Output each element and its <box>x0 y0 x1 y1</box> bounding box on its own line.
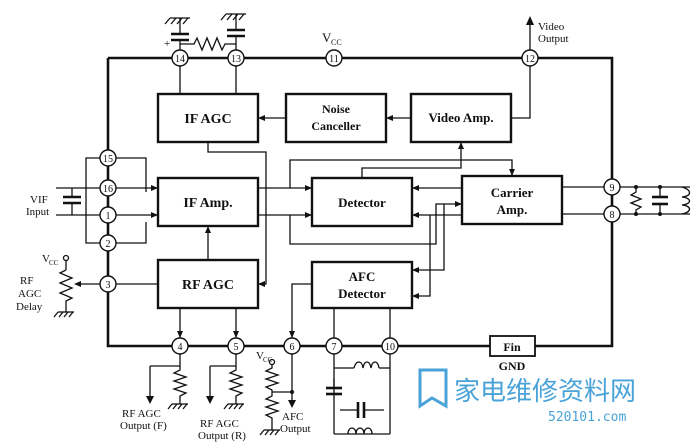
pin-16: 16 <box>99 179 117 197</box>
top-external-circuit: + V CC Video Output <box>164 13 569 52</box>
svg-text:2: 2 <box>106 239 111 250</box>
rf-out-r-label-1: RF AGC <box>200 418 239 430</box>
rf-out-f-label-1: RF AGC <box>122 408 161 420</box>
block-carrier-amp: Carrier Amp. <box>460 174 564 226</box>
vcc-left-sub: CC <box>49 259 59 267</box>
vcc-bot-sub: CC <box>263 356 273 364</box>
svg-text:4: 4 <box>178 342 183 353</box>
watermark-url: 520101.com <box>548 410 626 425</box>
svg-text:15: 15 <box>103 154 113 165</box>
vcc-left-label: V <box>42 253 50 265</box>
if-amp-label: IF Amp. <box>183 196 232 211</box>
vcc-bot-label: V <box>256 350 264 362</box>
watermark-cn: 家电维修资料网 <box>454 377 636 407</box>
pin-10: 10 <box>381 337 399 355</box>
svg-text:8: 8 <box>610 210 615 221</box>
watermark: 家电维修资料网 520101.com <box>418 368 636 425</box>
block-afc-detector: AFC Detector <box>310 260 414 310</box>
pin-8: 8 <box>603 205 621 223</box>
vcc-top-sub: CC <box>331 38 342 47</box>
rf-out-r-label-2: Output (R) <box>198 430 246 442</box>
block-fin: Fin <box>489 335 536 357</box>
left-external-circuit: VIF Input V CC RF AGC Delay <box>16 157 100 318</box>
block-noise-canceller: Noise Canceller <box>284 92 388 144</box>
pin-13: 13 <box>227 49 245 67</box>
svg-text:10: 10 <box>385 342 395 353</box>
rf-delay-label-2: AGC <box>18 288 41 300</box>
block-rf-agc: RF AGC <box>156 258 260 310</box>
afc-out-label-2: Output <box>280 423 311 435</box>
video-amp-label: Video Amp. <box>428 110 493 125</box>
svg-text:3: 3 <box>106 280 111 291</box>
vcc-top-label: V <box>322 30 332 45</box>
if-agc-label: IF AGC <box>184 112 231 127</box>
block-if-amp: IF Amp. <box>156 176 260 228</box>
afc-out-label-1: AFC <box>282 411 303 423</box>
gnd-label: GND <box>499 359 526 373</box>
svg-text:11: 11 <box>329 54 339 65</box>
pin-11: 11 <box>325 49 343 67</box>
carrier-label-1: Carrier <box>491 185 534 200</box>
pin-9: 9 <box>603 178 621 196</box>
internal-wiring <box>116 66 604 338</box>
svg-text:13: 13 <box>231 54 241 65</box>
svg-text:1: 1 <box>106 211 111 222</box>
rf-delay-label-3: Delay <box>16 301 43 313</box>
afc-label-2: Detector <box>338 286 386 301</box>
pin-15: 15 <box>99 149 117 167</box>
vif-label-2: Input <box>26 206 49 218</box>
rf-agc-label: RF AGC <box>182 278 234 293</box>
video-output-label-2: Output <box>538 33 569 45</box>
noise-label-1: Noise <box>322 102 351 116</box>
svg-text:14: 14 <box>175 54 185 65</box>
svg-text:6: 6 <box>290 342 295 353</box>
pin-14: 14 <box>171 49 189 67</box>
bottom-external-circuit: RF AGC Output (F) RF AGC Output (R) V CC… <box>120 350 391 442</box>
pin-2: 2 <box>99 234 117 252</box>
right-external-circuit <box>620 185 691 216</box>
vif-label-1: VIF <box>30 194 48 206</box>
rf-delay-label-1: RF <box>20 275 33 287</box>
svg-text:9: 9 <box>610 183 615 194</box>
pin-5: 5 <box>227 337 245 355</box>
carrier-label-2: Amp. <box>497 202 528 217</box>
polarity-plus: + <box>164 38 170 50</box>
detector-label: Detector <box>338 195 386 210</box>
noise-label-2: Canceller <box>311 119 361 133</box>
pin-3: 3 <box>99 275 117 293</box>
fin-label: Fin <box>503 340 521 354</box>
pin-1: 1 <box>99 206 117 224</box>
rf-out-f-label-2: Output (F) <box>120 420 167 432</box>
pin-6: 6 <box>283 337 301 355</box>
pin-12: 12 <box>521 49 539 67</box>
video-output-label-1: Video <box>538 21 565 33</box>
pin-7: 7 <box>325 337 343 355</box>
afc-label-1: AFC <box>349 269 376 284</box>
block-detector: Detector <box>310 176 414 228</box>
svg-text:5: 5 <box>234 342 239 353</box>
svg-text:12: 12 <box>525 54 535 65</box>
block-if-agc: IF AGC <box>156 92 260 144</box>
pins: 14 13 11 12 15 16 1 2 3 9 8 4 5 6 7 10 <box>99 49 621 355</box>
svg-text:16: 16 <box>103 184 113 195</box>
svg-text:7: 7 <box>332 342 337 353</box>
block-video-amp: Video Amp. <box>409 92 513 144</box>
pin-4: 4 <box>171 337 189 355</box>
